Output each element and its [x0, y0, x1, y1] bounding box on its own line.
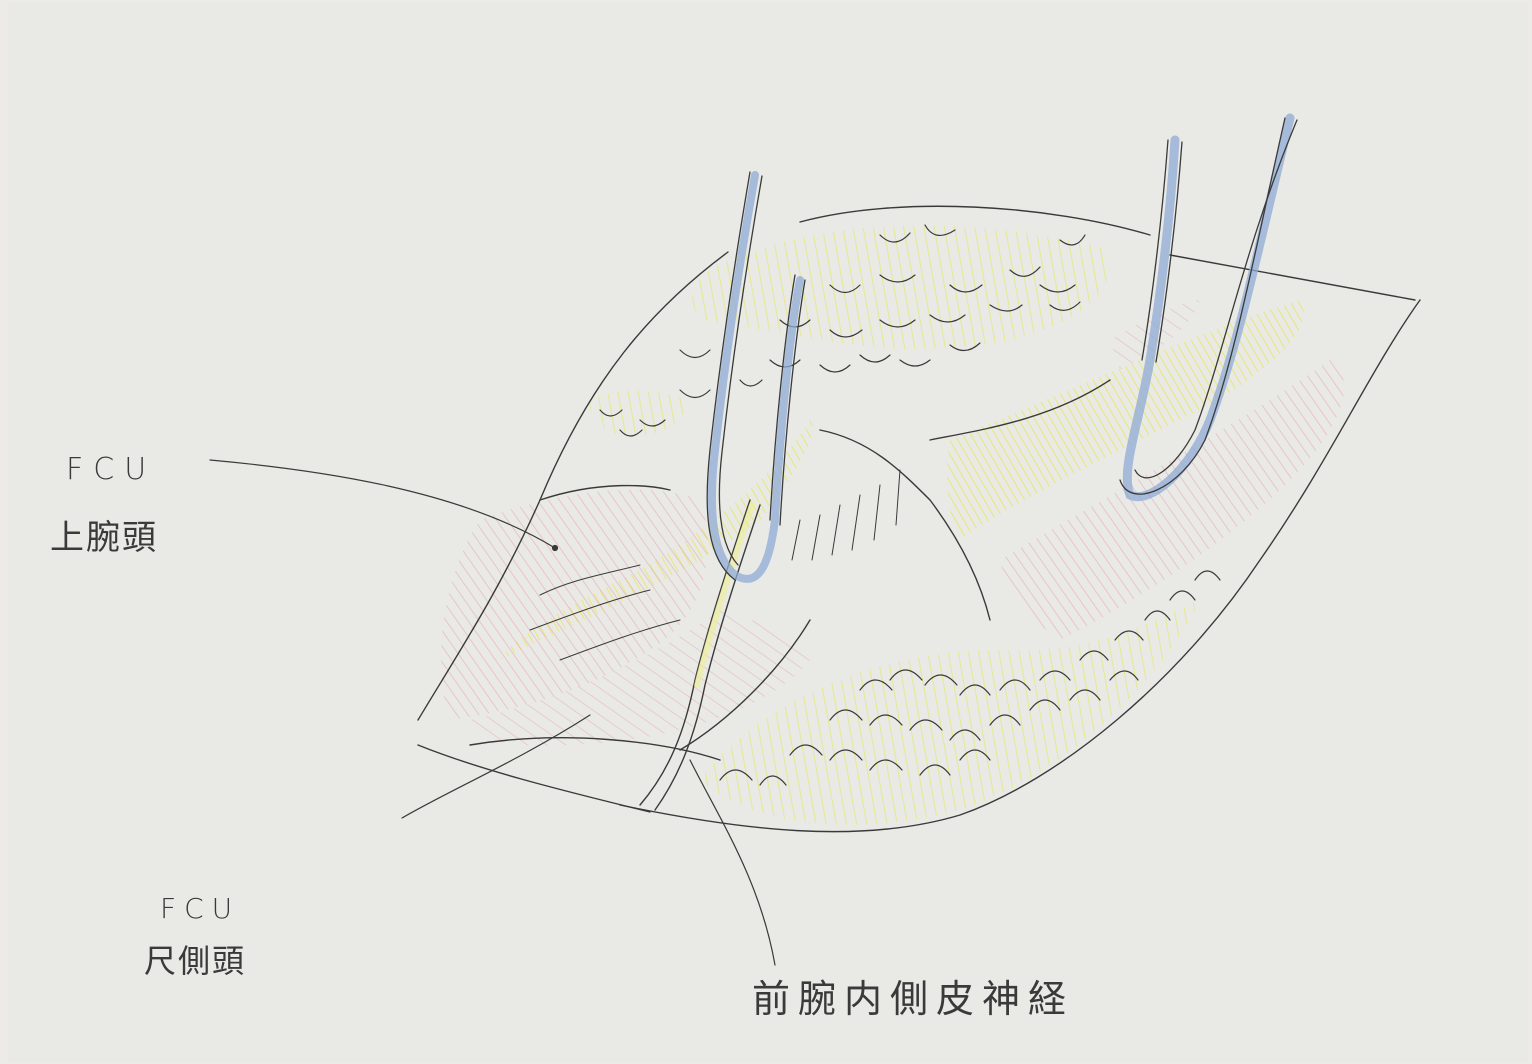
label-humeral-head: 上腕頭 [50, 510, 158, 559]
incision-right-edge [1170, 255, 1415, 300]
label-fcu-humeral: FCU [66, 452, 156, 487]
label-fcu-ulnar: FCU [160, 892, 240, 925]
label-nerve: 前腕内側皮神経 [752, 968, 1074, 1023]
fat-left-small [590, 391, 690, 437]
label-ulnar-head: 尺側頭 [144, 936, 246, 982]
incision-bottom-edge [418, 745, 650, 812]
fat-upper [693, 226, 1112, 350]
